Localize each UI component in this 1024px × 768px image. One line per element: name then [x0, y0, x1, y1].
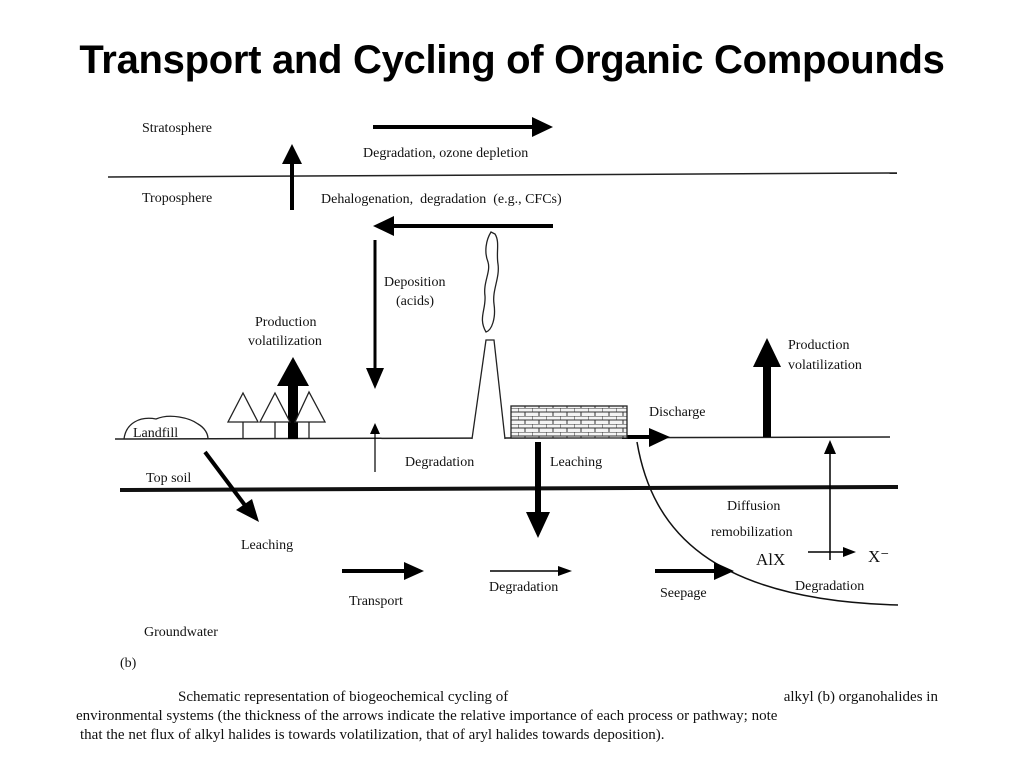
diffusion-label: Diffusion: [727, 499, 780, 514]
trees-icon: [226, 390, 327, 439]
top-soil-label: Top soil: [146, 471, 191, 486]
degradation-surface-label: Degradation: [405, 455, 474, 470]
page-title: Transport and Cycling of Organic Compoun…: [79, 38, 945, 82]
arrow-seepage: [655, 562, 734, 580]
caption-line-3: that the net flux of alkyl halides is to…: [80, 727, 665, 743]
arrow-landfill-leaching: [203, 450, 259, 522]
caption-line-2: environmental systems (the thickness of …: [76, 708, 778, 724]
seepage-curve: [636, 441, 899, 606]
degradation-ground-label: Degradation: [489, 580, 558, 595]
groundwater-label: Groundwater: [144, 625, 218, 640]
panel-label: (b): [120, 656, 137, 671]
arrow-leaching-mid: [526, 442, 550, 538]
top-soil-line: [119, 485, 899, 492]
volatilization-right-label: volatilization: [788, 358, 862, 373]
deposition-acids-label: (acids): [396, 294, 434, 309]
arrow-degradation-ground: [490, 566, 572, 576]
landfill-mound: [123, 415, 209, 440]
caption-line-1-b: alkyl (b) organohalides in: [783, 689, 938, 705]
x-minus-label: X⁻: [868, 547, 889, 566]
alx-label: AlX: [756, 550, 785, 569]
brick-building-icon: [510, 405, 628, 439]
leaching-mid-label: Leaching: [550, 455, 602, 470]
figure-caption: Schematic representation of biogeochemic…: [76, 688, 946, 745]
dehalogenation-label: Dehalogenation, degradation (e.g., CFCs): [321, 192, 562, 207]
degradation-ozone-label: Degradation, ozone depletion: [363, 146, 528, 161]
arrow-diffusion-up: [824, 440, 836, 560]
arrow-deposition: [366, 240, 384, 389]
arrow-degradation-ozone: [373, 117, 553, 137]
smokestack-icon: [471, 339, 506, 440]
volatilization-left-label: volatilization: [248, 334, 322, 349]
landfill-label: Landfill: [133, 426, 178, 441]
arrow-production-right: [753, 338, 781, 437]
leaching-left-label: Leaching: [241, 538, 293, 553]
seepage-label: Seepage: [660, 586, 707, 601]
stratosphere-label: Stratosphere: [142, 121, 212, 136]
degradation-right-label: Degradation: [795, 579, 864, 594]
troposphere-label: Troposphere: [142, 191, 212, 206]
deposition-label: Deposition: [384, 275, 445, 290]
production-left-label: Production: [255, 315, 316, 330]
discharge-label: Discharge: [649, 405, 706, 420]
caption-line-1-a: Schematic representation of biogeochemic…: [178, 689, 509, 705]
caption-gap: [596, 688, 696, 707]
arrow-discharge: [622, 428, 670, 447]
remobilization-label: remobilization: [711, 525, 793, 540]
arrow-troposphere-up: [282, 144, 302, 210]
caption-line-1: Schematic representation of biogeochemic…: [76, 688, 946, 707]
smoke-plume-icon: [481, 231, 499, 333]
arrow-production-left: [277, 357, 309, 439]
arrow-degradation-small-up: [370, 423, 380, 472]
arrow-transport: [342, 562, 424, 580]
production-right-label: Production: [788, 338, 849, 353]
arrow-alx-to-x: [808, 547, 856, 557]
transport-label: Transport: [349, 594, 403, 609]
tropopause-line: [107, 172, 898, 178]
arrow-dehalogenation: [373, 216, 553, 236]
